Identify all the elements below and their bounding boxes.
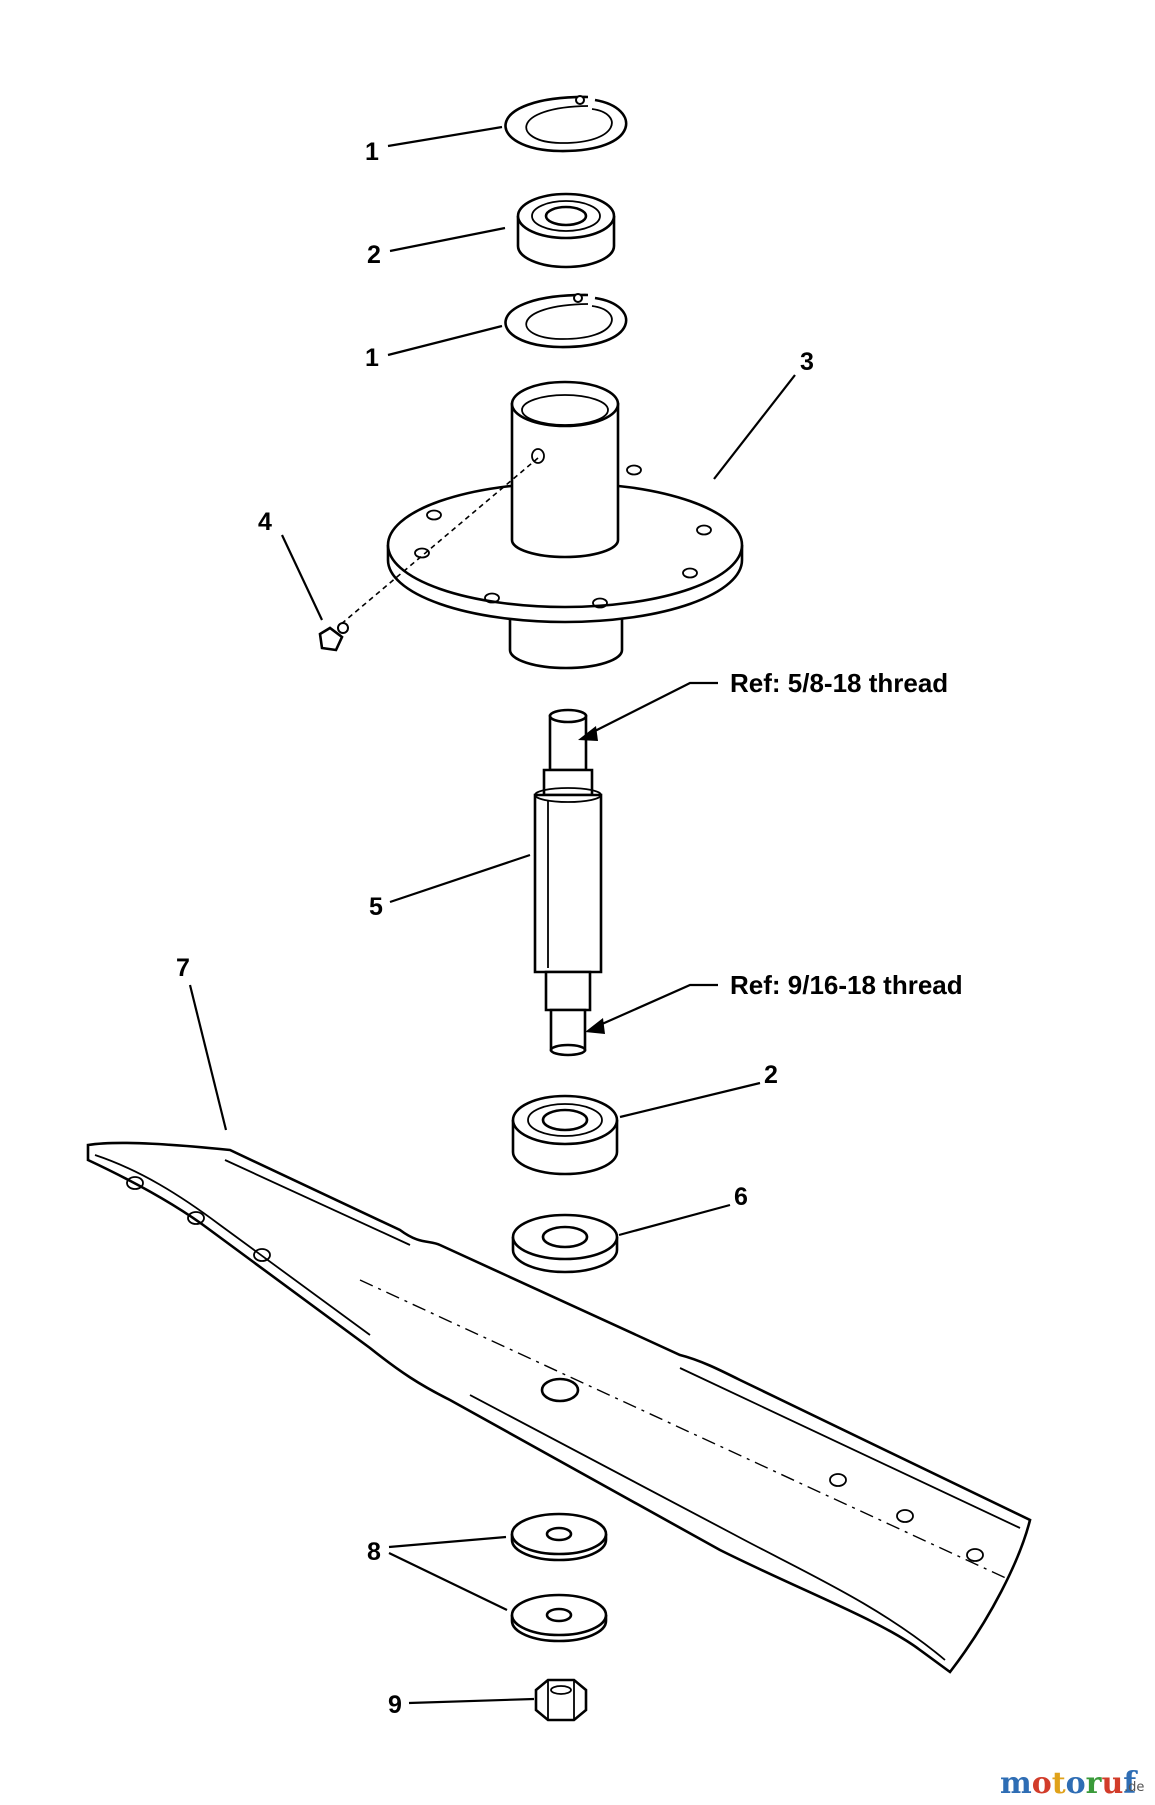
snap-ring-top xyxy=(504,95,628,153)
thread-reference-lower: Ref: 9/16-18 thread xyxy=(730,970,963,1000)
callout-part-8: 8 xyxy=(367,1538,381,1566)
watermark-logo: motoruf xyxy=(1000,1766,1138,1800)
watermark-letter: t xyxy=(1052,1766,1066,1800)
spacer-washer xyxy=(511,1213,619,1274)
leader-lines xyxy=(188,125,796,1705)
thread-reference-upper: Ref: 5/8-18 thread xyxy=(730,668,948,698)
callout-part-2-top: 2 xyxy=(367,241,381,269)
hex-nut xyxy=(534,1678,588,1722)
flat-washers xyxy=(510,1512,608,1643)
watermark-letter: o xyxy=(1066,1766,1086,1800)
callout-part-3: 3 xyxy=(800,348,814,376)
mower-blade xyxy=(86,1141,1032,1674)
watermark-letter: u xyxy=(1101,1766,1123,1800)
callout-part-1-top: 1 xyxy=(365,138,379,166)
bearing-top xyxy=(516,192,616,269)
callout-part-6: 6 xyxy=(734,1183,748,1211)
grease-fitting xyxy=(318,457,539,652)
callout-part-2-bottom: 2 xyxy=(764,1061,778,1089)
watermark-letter: r xyxy=(1086,1766,1103,1800)
watermark-letter: o xyxy=(1032,1766,1052,1800)
bearing-bottom xyxy=(511,1094,619,1176)
callout-part-9: 9 xyxy=(388,1691,402,1719)
spindle-shaft xyxy=(533,708,603,1057)
callout-part-5: 5 xyxy=(369,893,383,921)
watermark-letter: f xyxy=(1123,1766,1138,1800)
callout-labels: 1 2 1 3 4 5 7 2 6 8 9 xyxy=(176,138,814,1719)
site-watermark: motoruf .de xyxy=(1000,1766,1144,1801)
spindle-housing xyxy=(386,380,744,670)
watermark-suffix: .de xyxy=(1124,1780,1144,1795)
callout-part-4: 4 xyxy=(258,508,272,536)
callout-part-7: 7 xyxy=(176,954,190,982)
watermark-letter: m xyxy=(1000,1766,1032,1800)
snap-ring-middle xyxy=(504,293,628,349)
callout-part-1-middle: 1 xyxy=(365,344,379,372)
